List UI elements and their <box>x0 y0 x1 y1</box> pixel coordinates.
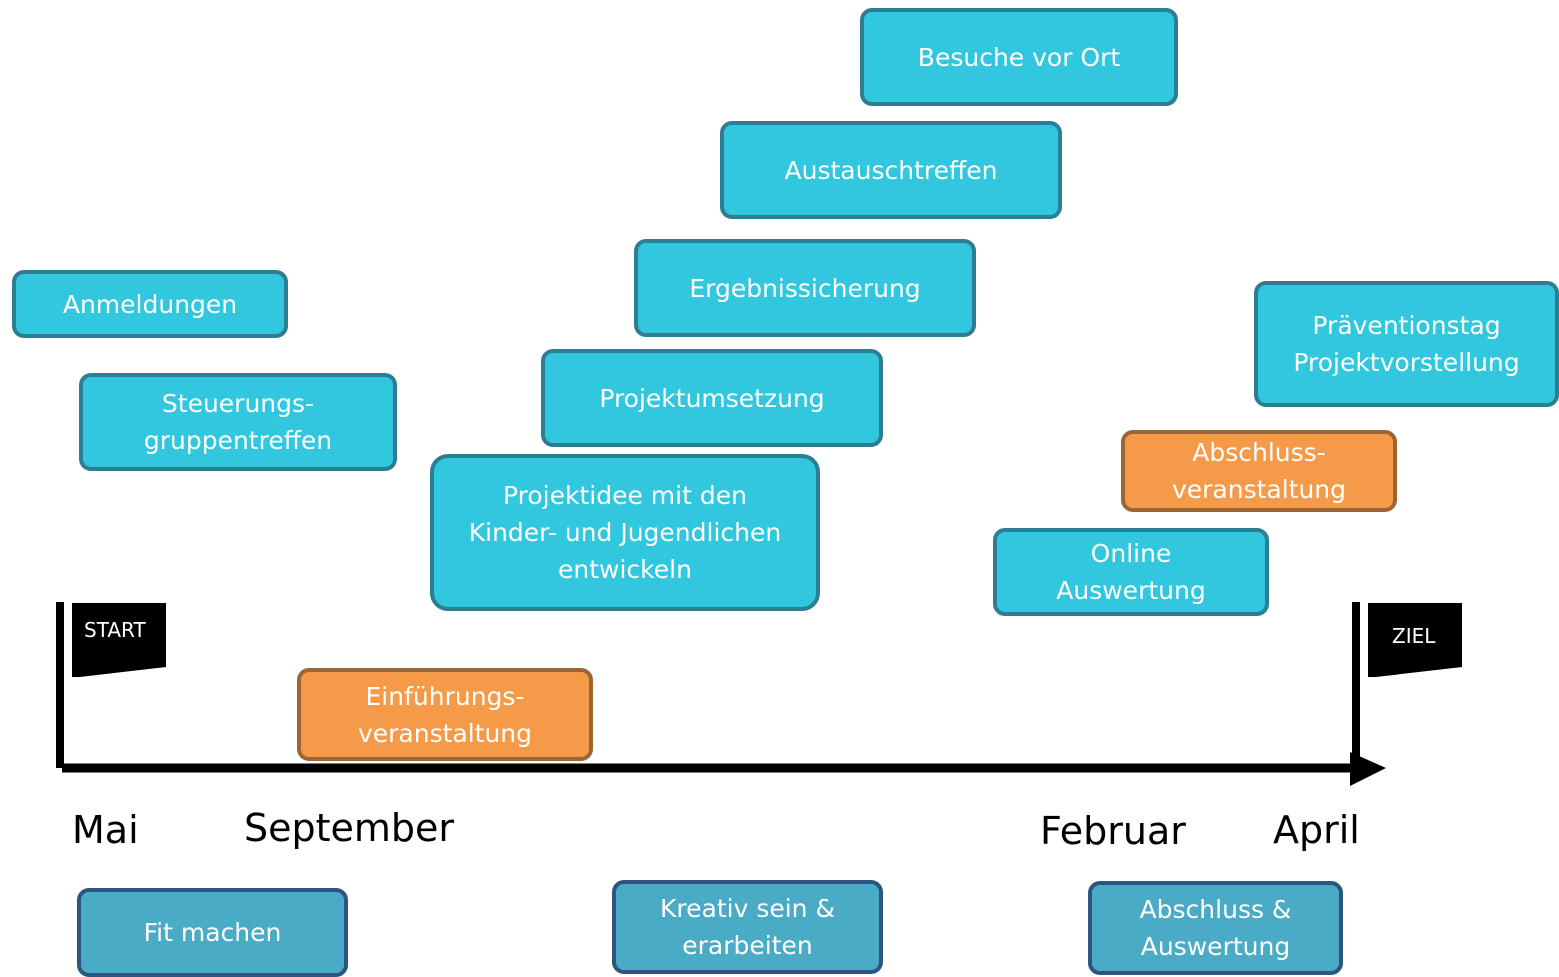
activity-anmeldungen: Anmeldungen <box>12 270 288 338</box>
phase-abschluss-auswertung: Abschluss & Auswertung <box>1088 881 1343 975</box>
event-einfuehrungsveranstaltung: Einführungs- veranstaltung <box>297 668 593 761</box>
activity-steuerungsgruppentreffen: Steuerungs- gruppentreffen <box>79 373 397 471</box>
month-label-mai: Mai <box>72 808 139 852</box>
month-label-april: April <box>1273 808 1360 852</box>
phase-fit-machen: Fit machen <box>77 888 348 977</box>
start-flag-label: START <box>84 618 146 642</box>
month-label-februar: Februar <box>1040 809 1186 853</box>
month-label-september: September <box>244 806 455 850</box>
activity-projektumsetzung: Projektumsetzung <box>541 349 883 447</box>
ziel-flag-label: ZIEL <box>1392 624 1436 648</box>
activity-projektidee: Projektidee mit den Kinder- und Jugendli… <box>430 454 820 611</box>
activity-online-auswertung: Online Auswertung <box>993 528 1269 616</box>
event-abschlussveranstaltung: Abschluss- veranstaltung <box>1121 430 1397 512</box>
activity-austauschtreffen: Austauschtreffen <box>720 121 1062 219</box>
start-flag-icon <box>72 603 166 677</box>
activity-praeventionstag: Präventionstag Projektvorstellung <box>1254 281 1559 407</box>
activity-besuche-vor-ort: Besuche vor Ort <box>860 8 1178 106</box>
ziel-flag-icon <box>1368 603 1462 677</box>
activity-ergebnissicherung: Ergebnissicherung <box>634 239 976 337</box>
phase-kreativ-sein: Kreativ sein & erarbeiten <box>612 880 883 974</box>
